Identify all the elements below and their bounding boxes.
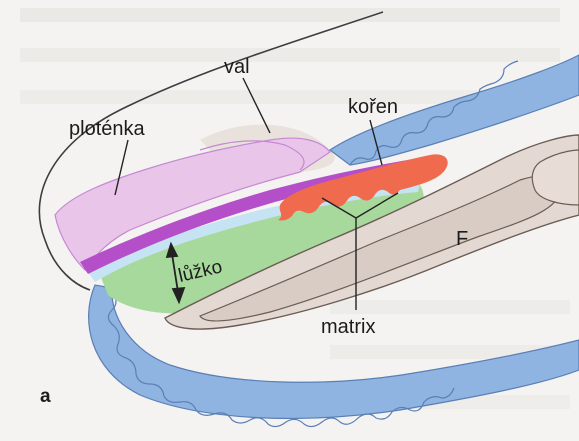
label-falanga: F <box>456 228 468 250</box>
label-val: val <box>224 56 250 78</box>
label-koren: kořen <box>348 96 398 118</box>
label-panel-a: a <box>40 386 51 407</box>
label-plotenka: ploténka <box>69 118 145 140</box>
label-matrix: matrix <box>321 316 375 338</box>
